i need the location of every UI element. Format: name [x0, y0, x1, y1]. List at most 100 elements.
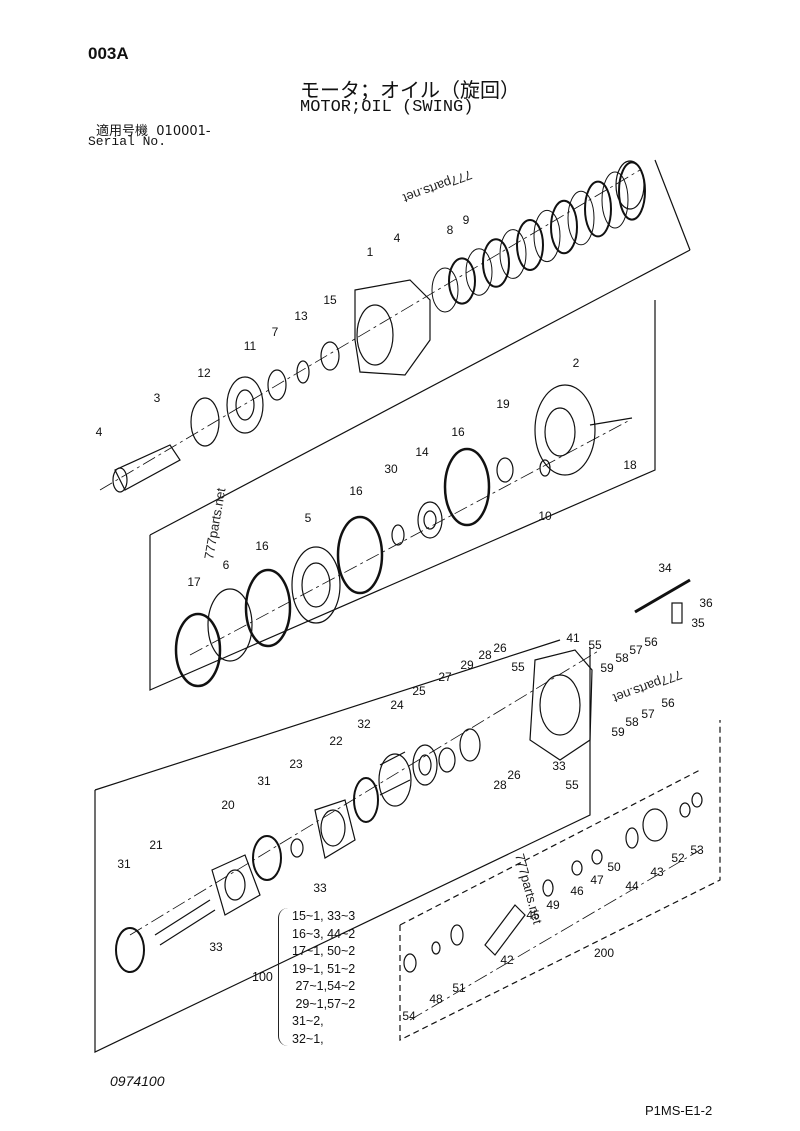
callout-47: 47 — [590, 873, 604, 887]
disc-plate — [516, 219, 544, 271]
disc-plate — [482, 238, 510, 288]
callout-21: 21 — [149, 838, 163, 852]
callout-58: 58 — [625, 715, 639, 729]
callout-56: 56 — [661, 696, 675, 710]
plate-35 — [671, 602, 683, 624]
part-46 — [571, 860, 583, 876]
callout-33: 33 — [209, 940, 223, 954]
callout-33: 33 — [552, 759, 566, 773]
serial-label-jp: 適用号機 — [96, 124, 149, 139]
disc-plate — [448, 257, 476, 305]
o-ring-16 — [443, 447, 491, 527]
shaft-3 — [112, 444, 181, 493]
callout-12: 12 — [197, 366, 211, 380]
callout-55: 55 — [511, 660, 525, 674]
disc-plate — [615, 160, 645, 210]
callout-55: 55 — [565, 778, 579, 792]
callout-24: 24 — [390, 698, 404, 712]
valve-casing-41 — [529, 649, 593, 761]
callout-6: 6 — [223, 558, 230, 572]
o-ring-54 — [403, 953, 417, 973]
callout-28: 28 — [478, 648, 492, 662]
callout-34: 34 — [658, 561, 672, 575]
cap-53 — [691, 792, 703, 808]
callout-57: 57 — [641, 707, 655, 721]
callout-25: 25 — [412, 684, 426, 698]
callout-labels: 1489151371112342191816143010165166173436… — [96, 213, 713, 1023]
watermark-text: 777parts.net — [401, 167, 474, 206]
callout-44: 44 — [625, 879, 639, 893]
callout-30: 30 — [384, 462, 398, 476]
disc-plate — [550, 199, 578, 255]
kit-number: 100 — [252, 970, 273, 984]
group-boundaries — [94, 159, 721, 1053]
callout-200: 200 — [594, 946, 614, 960]
serial-value: 010001- — [156, 124, 211, 139]
part-52 — [679, 802, 691, 818]
disc-plate — [499, 229, 527, 279]
callout-22: 22 — [329, 734, 343, 748]
callout-52: 52 — [671, 851, 685, 865]
disc-plate — [567, 190, 595, 246]
kit-item: 32~1, — [292, 1031, 324, 1046]
callout-42: 42 — [500, 953, 514, 967]
callout-33: 33 — [313, 881, 327, 895]
kit-item: 17~1, 50~2 — [292, 944, 356, 958]
kit-item: 19~1, 51~2 — [292, 961, 356, 976]
disc-plate — [431, 267, 459, 313]
center-axes — [99, 169, 701, 1021]
o-ring-44 — [625, 827, 639, 849]
shaft-21 — [154, 899, 216, 946]
callout-57: 57 — [629, 643, 643, 657]
oil-seal-15 — [320, 341, 340, 371]
bearing-14 — [417, 501, 443, 539]
o-ring-51 — [450, 924, 464, 946]
callout-46: 46 — [570, 884, 584, 898]
callout-18: 18 — [623, 458, 637, 472]
callout-45: 45 — [526, 908, 540, 922]
callout-32: 32 — [357, 717, 371, 731]
callout-31: 31 — [257, 774, 271, 788]
callout-9: 9 — [463, 213, 470, 227]
watermark-text: 777parts.net — [201, 486, 228, 560]
callout-31: 31 — [117, 857, 131, 871]
kit-item: 31~2, — [292, 1014, 324, 1028]
spring-10 — [539, 459, 551, 477]
part-48 — [431, 941, 441, 955]
callout-16: 16 — [451, 425, 465, 439]
friction-plates-8-9 — [431, 160, 646, 313]
callout-51: 51 — [452, 981, 466, 995]
ring-29 — [459, 728, 481, 762]
callout-53: 53 — [690, 843, 704, 857]
callout-3: 3 — [154, 391, 161, 405]
collar-7 — [267, 369, 287, 401]
disc-plate — [618, 161, 646, 221]
callout-16: 16 — [349, 484, 363, 498]
o-ring-31b — [115, 927, 145, 973]
bearing-25 — [412, 744, 438, 786]
callout-59: 59 — [600, 661, 614, 675]
callout-1: 1 — [367, 245, 374, 259]
kit-item: 29~1,57~2 — [292, 996, 356, 1011]
callout-17: 17 — [187, 575, 201, 589]
callout-48: 48 — [429, 992, 443, 1006]
o-ring-32 — [353, 777, 379, 823]
bolt-34 — [634, 578, 691, 614]
callout-49: 49 — [546, 898, 560, 912]
ring-30 — [391, 524, 405, 546]
callout-26: 26 — [507, 768, 521, 782]
cylinder-block-24 — [378, 751, 412, 807]
bearing-11 — [226, 376, 264, 434]
disc-plate — [465, 248, 493, 296]
o-ring-16c — [244, 568, 292, 648]
brake-piston-2 — [534, 384, 596, 476]
callout-2: 2 — [573, 356, 580, 370]
watermark-text: 777parts.net — [512, 852, 545, 926]
callout-27: 27 — [438, 670, 452, 684]
sheet-id: P1MS-E1-2 — [645, 1103, 713, 1118]
title-japanese: モータ；オイル（旋回） — [300, 78, 520, 102]
plate-5 — [291, 546, 341, 624]
kit-item: 15~1, 33~3 — [292, 909, 356, 923]
callout-43: 43 — [650, 865, 664, 879]
